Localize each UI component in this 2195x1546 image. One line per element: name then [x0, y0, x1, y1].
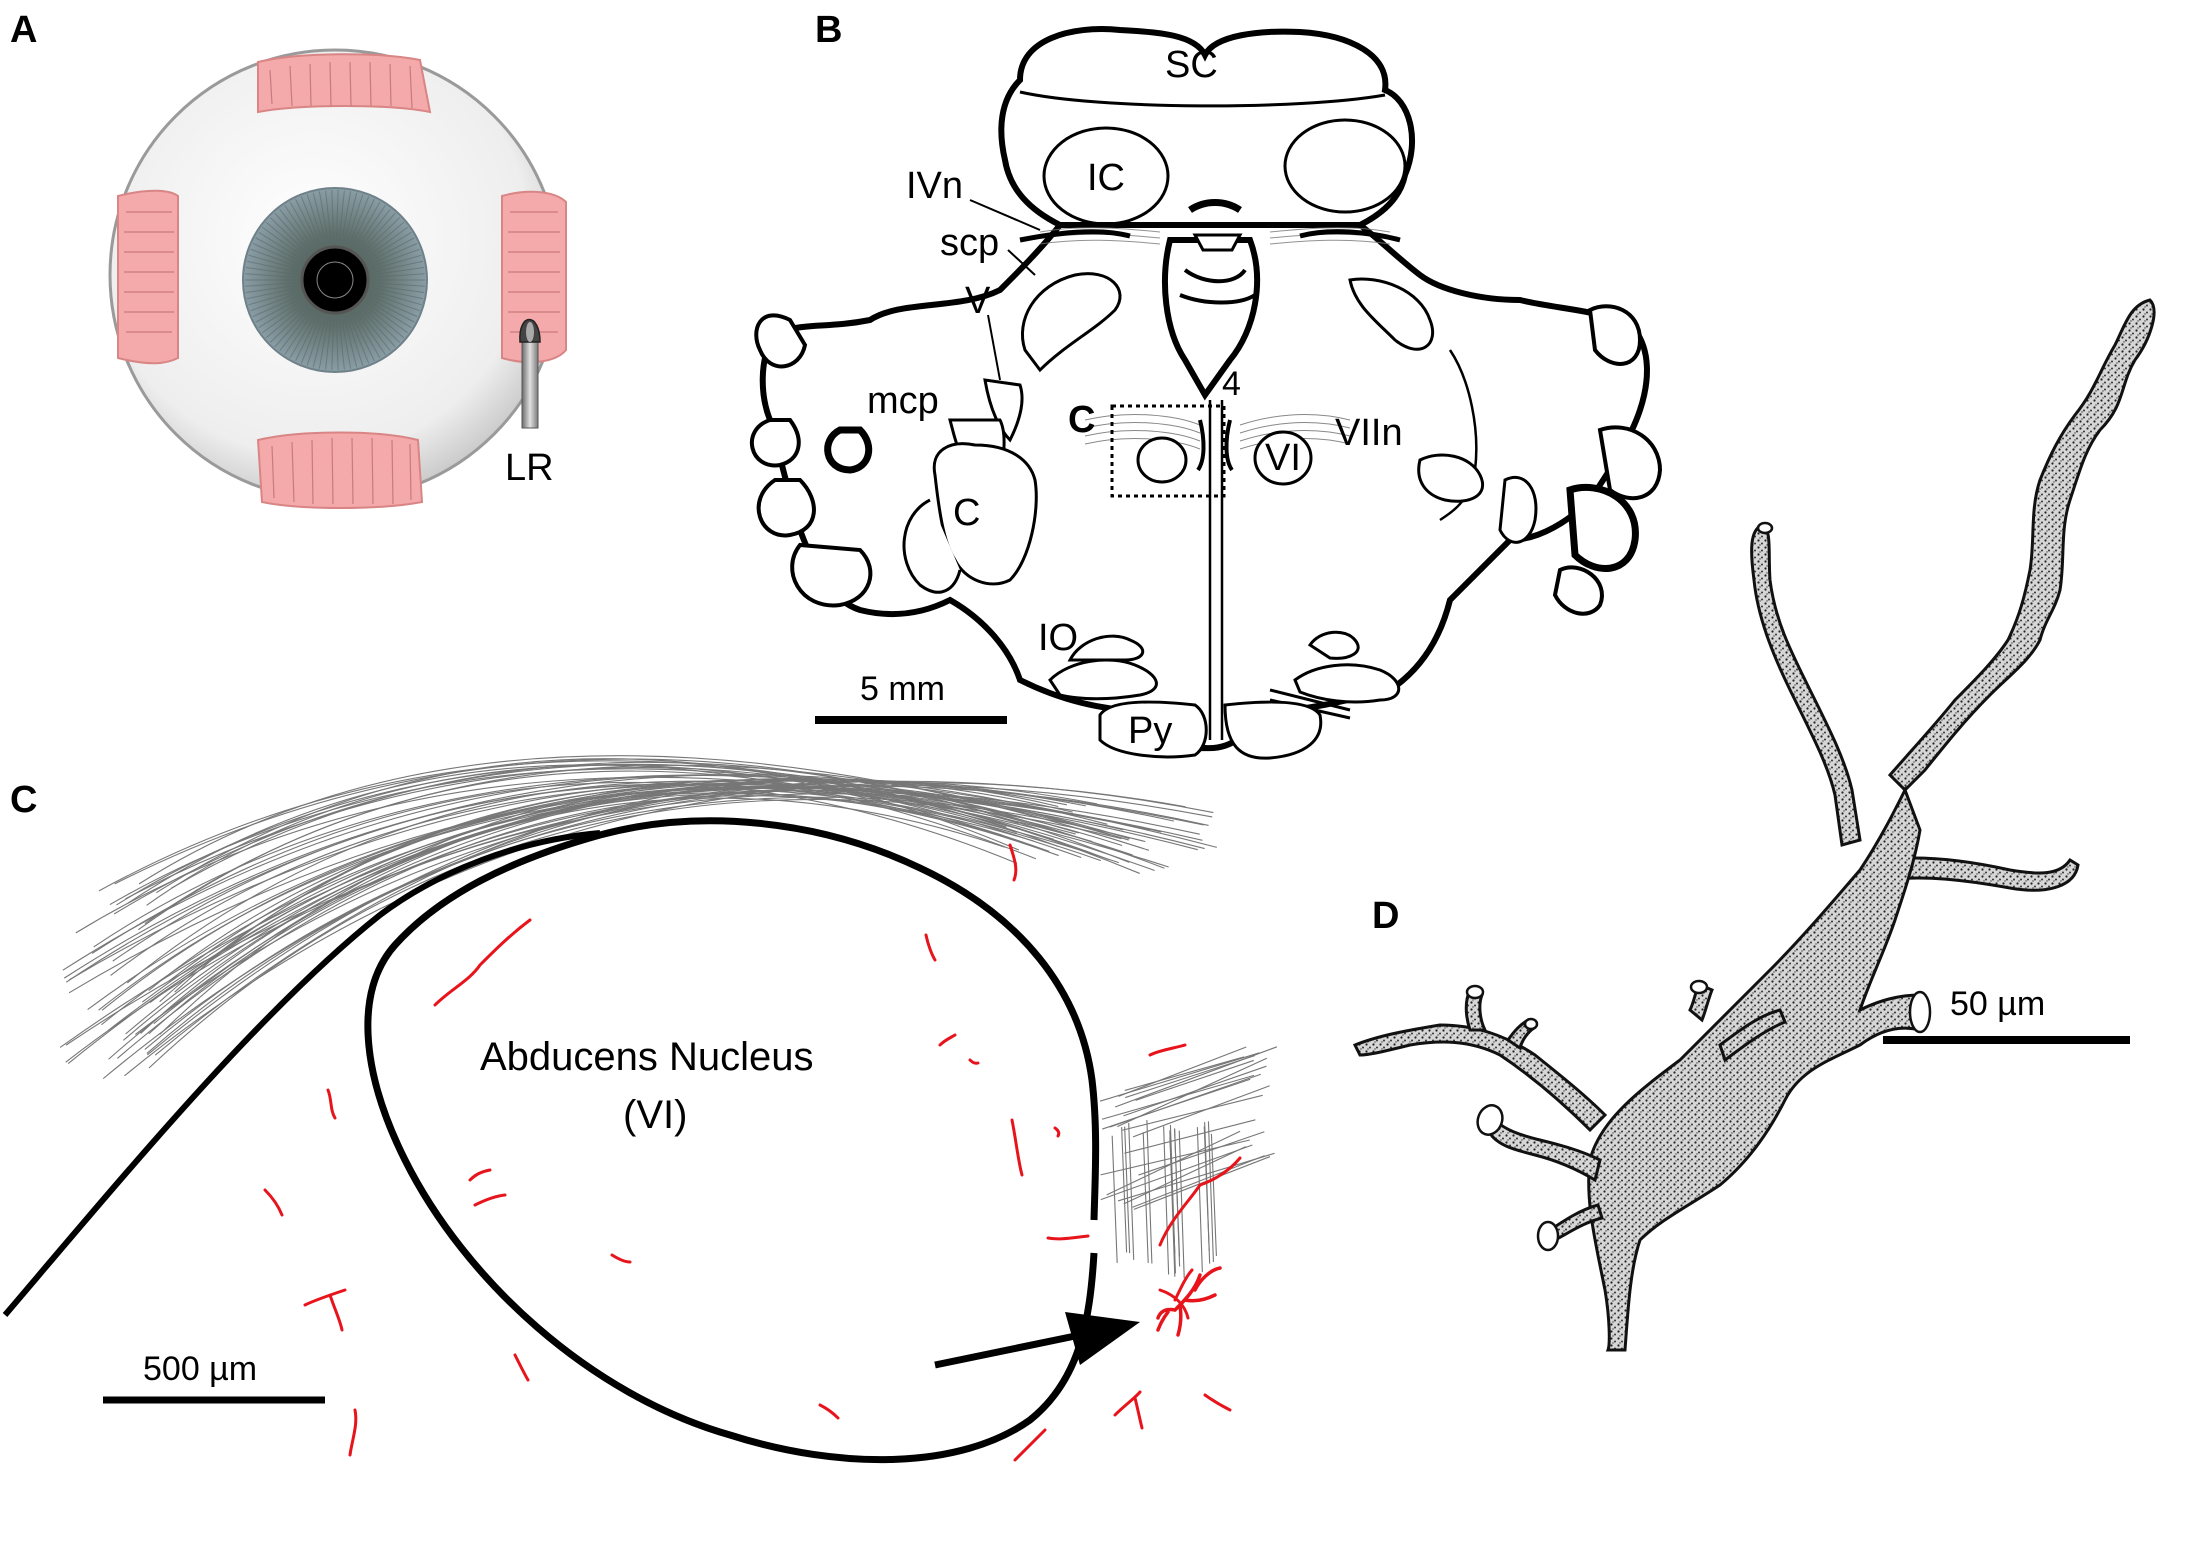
- panel-c-letter: C: [10, 779, 37, 821]
- panel-c: C Abducens Nucleus (VI): [2, 755, 1278, 1464]
- scale-bar-b: 5 mm: [815, 670, 1007, 724]
- eye-muscle-medial: [117, 189, 179, 365]
- dendrite-long: [1887, 298, 2156, 793]
- tract-boundary-curve: [2, 830, 601, 1317]
- label-c-inset: C: [1068, 399, 1095, 441]
- eye-muscle-lateral-rectus: [501, 190, 567, 364]
- label-lr: LR: [505, 447, 554, 489]
- labeled-axon-fragments: [263, 843, 1242, 1462]
- label-ivn: IVn: [906, 165, 963, 207]
- scale-bar-b-label: 5 mm: [860, 670, 945, 708]
- inferior-olive-left: [1048, 634, 1158, 701]
- panel-b: B: [750, 9, 1663, 760]
- inferior-colliculus-right: [1283, 118, 1407, 214]
- inset-box-c: [1110, 404, 1226, 498]
- fiber-fascicles: [59, 755, 1278, 1279]
- scale-bar-c: 500 µm: [103, 1350, 325, 1404]
- label-mcp: mcp: [867, 380, 939, 422]
- panel-a: A LR: [10, 9, 567, 509]
- label-io: IO: [1038, 617, 1078, 659]
- pyramid-right: [1223, 700, 1323, 760]
- trigeminal-root: [983, 378, 1024, 443]
- nucleus-label-line1: Abducens Nucleus: [480, 1035, 814, 1079]
- axon-terminal-arbor: [1156, 1266, 1222, 1337]
- label-scp: scp: [940, 222, 999, 264]
- eye-muscle-superior: [257, 53, 432, 114]
- abducens-nucleus-right-small: [1253, 430, 1313, 486]
- arrow-indicator: [934, 1312, 1140, 1369]
- inferior-olive-right: [1293, 630, 1401, 704]
- panel-d-letter: D: [1372, 895, 1399, 937]
- iris-striations: [245, 190, 425, 370]
- scale-bar-d: 50 µm: [1883, 985, 2130, 1044]
- cerebellum-right: [1552, 304, 1663, 616]
- label-v: V: [965, 280, 991, 322]
- cerebellum-left: [750, 313, 873, 608]
- pupil-highlight: [316, 261, 354, 299]
- label-py: Py: [1128, 710, 1172, 752]
- panel-d: D: [1352, 298, 2156, 1352]
- panel-a-letter: A: [10, 9, 37, 51]
- nucleus-label-line2: (VI): [623, 1093, 687, 1137]
- panel-b-letter: B: [815, 9, 842, 51]
- muscle-fiber-lines: [124, 61, 560, 505]
- soma: [1587, 786, 1923, 1352]
- recording-electrode-icon: [519, 318, 541, 429]
- dendrite-upper: [1750, 523, 1862, 847]
- scale-bar-d-label: 50 µm: [1950, 985, 2045, 1023]
- neuron-reconstruction: [1352, 298, 2156, 1352]
- label-4: 4: [1222, 365, 1241, 403]
- label-vi: VI: [1265, 437, 1301, 479]
- label-viin: VIIn: [1335, 412, 1403, 454]
- right-nucleus-structure: [1417, 453, 1484, 503]
- label-sc: SC: [1165, 44, 1218, 86]
- scale-bar-c-label: 500 µm: [143, 1350, 257, 1388]
- pyramid-left: [1098, 700, 1208, 759]
- label-c-cerebellum: C: [953, 492, 980, 534]
- scp-structure: [1020, 272, 1122, 373]
- abducens-nucleus-left-small: [1136, 436, 1188, 484]
- dendrite-left: [1352, 1023, 1608, 1133]
- cut-ends: [1465, 521, 1932, 1252]
- dendrite-right-branch: [1878, 856, 2080, 892]
- label-ic: IC: [1087, 157, 1125, 199]
- eye-muscle-inferior: [256, 431, 424, 509]
- facial-genu-fibers: [1084, 414, 1351, 450]
- abducens-nucleus-outline: [364, 817, 1100, 1464]
